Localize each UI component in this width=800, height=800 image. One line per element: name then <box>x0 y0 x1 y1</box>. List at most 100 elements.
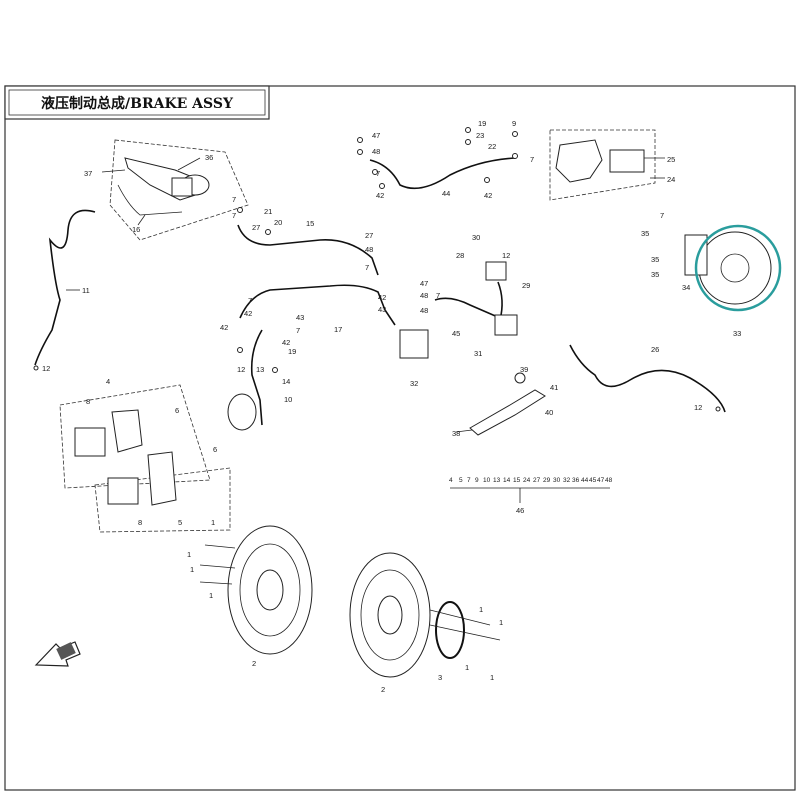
callout-8b: 8 <box>138 518 142 527</box>
callout-15: 15 <box>306 219 314 228</box>
front-disc-right <box>349 552 501 678</box>
bolt <box>372 169 378 175</box>
pads-8b <box>107 477 139 505</box>
bolt-line <box>429 624 501 641</box>
handlebar-master-cylinder-group <box>101 139 249 241</box>
callout-21: 21 <box>264 207 272 216</box>
bolt <box>512 131 518 137</box>
callout-2b: 2 <box>381 685 385 694</box>
callout-1e: 1 <box>479 605 483 614</box>
callout-35a: 35 <box>641 229 649 238</box>
bolt <box>379 183 385 189</box>
switch-wire <box>117 184 183 216</box>
banjo-bolt <box>237 207 243 213</box>
callout-48a: 48 <box>372 147 380 156</box>
kit-item: 13 <box>493 477 501 484</box>
disc-ring <box>239 543 301 637</box>
bolt-line <box>199 581 233 585</box>
bolt <box>512 153 518 159</box>
callout-19a: 19 <box>478 119 486 128</box>
callout-1g: 1 <box>465 663 469 672</box>
front-caliper-5 <box>147 451 177 506</box>
diagram-frame <box>4 85 796 791</box>
callout-42a: 42 <box>376 191 384 200</box>
callout-26: 26 <box>651 345 659 354</box>
tone-ring-3 <box>435 601 465 659</box>
callout-19b: 19 <box>288 347 296 356</box>
callout-7a: 7 <box>232 195 236 204</box>
bolt <box>465 127 471 133</box>
callout-48c: 48 <box>420 291 428 300</box>
callout-7b: 7 <box>232 211 236 220</box>
pads-8a <box>74 427 106 457</box>
callout-48d: 48 <box>420 306 428 315</box>
callout-28: 28 <box>456 251 464 260</box>
callout-34: 34 <box>682 283 690 292</box>
disc-ring <box>360 569 420 661</box>
callout-4: 4 <box>106 377 110 386</box>
callout-32: 32 <box>410 379 418 388</box>
callout-43a: 43 <box>378 305 386 314</box>
reservoir-30 <box>485 261 507 281</box>
kit-item: 45 <box>589 477 597 484</box>
callout-12b: 12 <box>237 365 245 374</box>
disc-hub <box>256 569 284 611</box>
leader <box>177 157 201 171</box>
callout-1h: 1 <box>490 673 494 682</box>
sensor-wire-26 <box>569 344 726 413</box>
callout-6b: 6 <box>213 445 217 454</box>
callout-7c: 7 <box>376 169 380 178</box>
callout-47b: 47 <box>420 279 428 288</box>
bolt <box>237 347 243 353</box>
callout-38: 38 <box>452 429 460 438</box>
callout-12a: 12 <box>42 364 50 373</box>
callout-14: 14 <box>282 377 290 386</box>
abs-pump-32 <box>399 329 429 359</box>
kit-item: 15 <box>513 477 521 484</box>
kit-item: 44 <box>581 477 589 484</box>
callout-8a: 8 <box>86 397 90 406</box>
callout-12c: 12 <box>502 251 510 260</box>
callout-42c: 42 <box>378 293 386 302</box>
callout-35c: 35 <box>651 270 659 279</box>
callout-3: 3 <box>438 673 442 682</box>
callout-25: 25 <box>667 155 675 164</box>
diagram-title: 液压制动总成/BRAKE ASSY <box>41 95 234 112</box>
spring-39 <box>514 372 526 384</box>
brake-hose-17 <box>239 284 396 326</box>
callout-2a: 2 <box>252 659 256 668</box>
kit-item: 32 <box>563 477 571 484</box>
kit-item: 7 <box>467 477 471 484</box>
leader <box>137 214 146 226</box>
brake-hose-45 <box>434 297 501 319</box>
kit-item: 36 <box>572 477 580 484</box>
bolt-line <box>204 544 236 549</box>
bolt <box>272 367 278 373</box>
front-caliper-4 <box>111 409 143 453</box>
callout-42e: 42 <box>220 323 228 332</box>
kit-item: 9 <box>475 477 479 484</box>
callout-1d: 1 <box>209 591 213 600</box>
bolt-line <box>199 564 236 569</box>
callout-22: 22 <box>488 142 496 151</box>
disc-hub <box>377 595 403 635</box>
rear-disc <box>698 231 772 305</box>
bolt-line <box>429 609 491 626</box>
bolt <box>357 137 363 143</box>
direction-arrow-fill <box>56 642 76 660</box>
callout-7d: 7 <box>530 155 534 164</box>
callout-5: 5 <box>178 518 182 527</box>
callout-29: 29 <box>522 281 530 290</box>
title-box-inner <box>8 89 266 116</box>
bolt <box>465 139 471 145</box>
callout-13: 13 <box>256 365 264 374</box>
leader <box>455 429 473 433</box>
highlight-circle <box>694 224 782 312</box>
callout-35b: 35 <box>651 255 659 264</box>
hose-bracket <box>227 393 257 431</box>
front-disc-left <box>199 525 313 655</box>
caliper-group-outline <box>549 129 656 201</box>
rear-brake-disc-33 <box>684 231 772 305</box>
disc-rotor <box>227 525 313 655</box>
